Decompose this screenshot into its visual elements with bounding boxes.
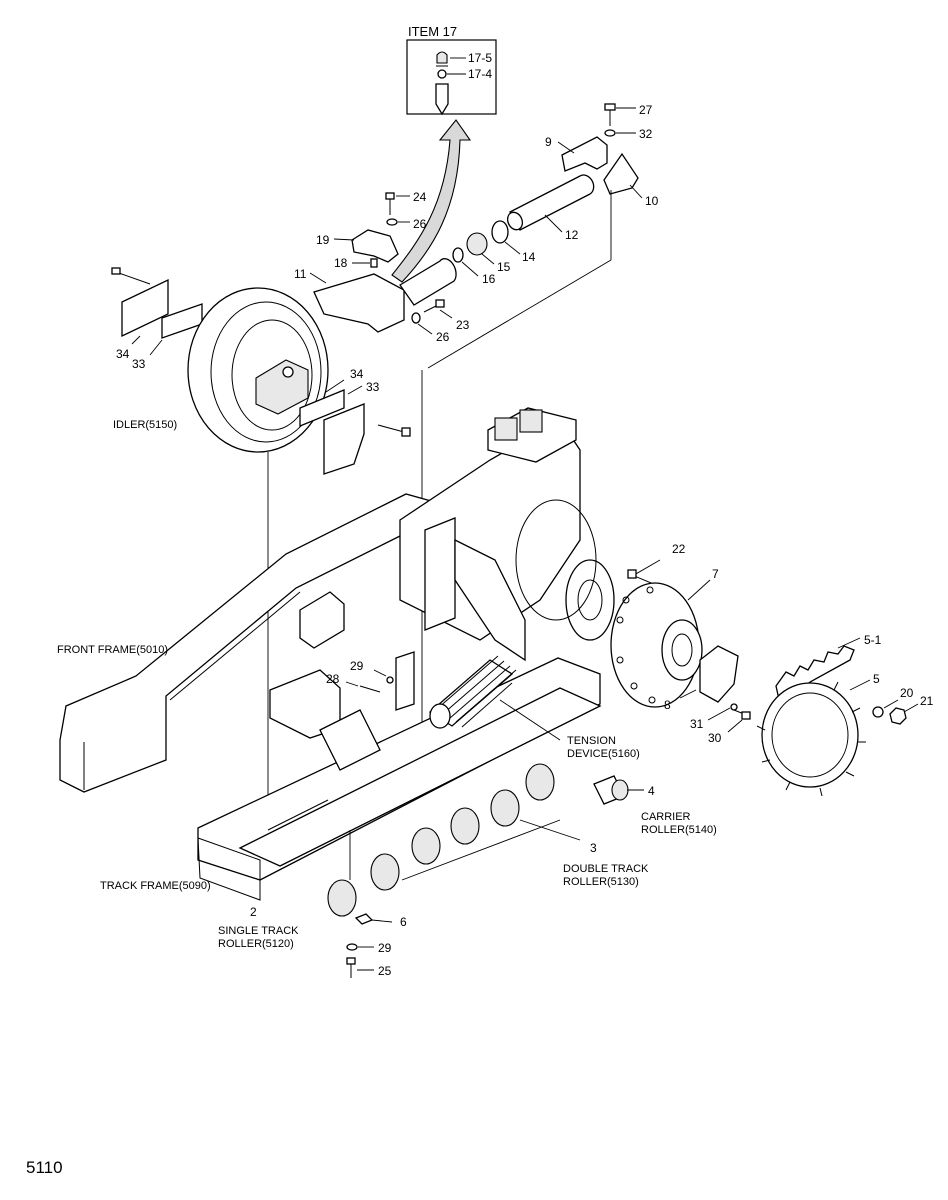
callout-18: 18 [334,256,348,270]
bolt-25 [346,957,374,978]
label-tension-1: TENSION [567,735,616,747]
callout-5: 5 [873,672,880,686]
plate-34-left [121,278,169,338]
yoke-11 [313,273,405,333]
tension-device [428,655,561,741]
cap-19 [351,229,399,263]
carrier-roller [593,775,644,805]
label-double-1: DOUBLE TRACK [563,863,649,875]
callout-21: 21 [920,694,934,708]
item-17-detail: ITEM 17 17-5 17-4 [406,24,497,116]
item-17-box [406,39,497,115]
callout-5-1: 5-1 [864,633,882,647]
sprocket-5 [756,679,871,797]
callout-34-right: 34 [350,367,364,381]
callout-8: 8 [664,698,671,712]
rod-12 [506,174,595,233]
callout-26-a: 26 [413,217,427,231]
cover-8 [699,645,739,703]
callout-17-4: 17-4 [468,67,492,81]
callout-4: 4 [648,784,655,798]
callout-2: 2 [250,905,257,919]
label-tension-2: DEVICE(5160) [567,748,640,760]
callout-25: 25 [378,964,392,978]
callout-14: 14 [522,250,536,264]
washer-29 [346,943,358,951]
grease-fitting-icon [436,51,448,64]
callout-22: 22 [672,542,686,556]
callout-30: 30 [708,731,722,745]
page-number: 5110 [26,1158,63,1177]
ring-14 [491,220,509,244]
callout-24: 24 [413,190,427,204]
callout-34-left: 34 [116,347,130,361]
seal-15 [466,232,488,256]
label-single-1: SINGLE TRACK [218,925,299,937]
callout-17-5: 17-5 [468,51,492,65]
bracket-9 [561,136,608,172]
nut-21 [889,707,907,725]
plate-33-right [323,403,365,475]
callout-12: 12 [565,228,579,242]
bolt-27 [604,103,636,126]
bolt-30 [741,711,751,720]
callout-16: 16 [482,272,496,286]
bolt-18 [370,258,378,268]
label-front-frame: FRONT FRAME(5010) [57,644,168,656]
bolt-23 [435,299,445,308]
callout-23: 23 [456,318,470,332]
callout-33-right: 33 [366,380,380,394]
washer-31 [730,703,738,711]
callout-3: 3 [590,841,597,855]
washer-26-b [411,312,421,324]
callout-32: 32 [639,127,653,141]
hub-7 [610,579,711,708]
bolt-22 [627,569,637,579]
label-carrier-2: ROLLER(5140) [641,824,717,836]
label-double-2: ROLLER(5130) [563,876,639,888]
callout-33-left: 33 [132,357,146,371]
callout-26-b: 26 [436,330,450,344]
washer-20 [872,706,884,718]
callout-7: 7 [712,567,719,581]
double-track-rollers [370,763,581,891]
callout-19: 19 [316,233,330,247]
callout-10: 10 [645,194,659,208]
label-single-2: ROLLER(5120) [218,938,294,950]
idler-wheel [187,287,329,453]
washer-32 [604,129,636,137]
single-track-roller [327,830,357,917]
ring-16 [452,247,464,263]
label-carrier-1: CARRIER [641,811,691,823]
callout-11: 11 [294,267,307,281]
plate-34-right [299,389,345,427]
label-idler: IDLER(5150) [113,419,177,431]
bolt-24 [385,192,410,215]
clip-6 [354,913,374,925]
washer-26 [386,218,398,226]
callout-31: 31 [690,717,704,731]
callout-20: 20 [900,686,914,700]
bracket-10 [603,152,639,195]
callout-9: 9 [545,135,552,149]
callout-29-a: 29 [350,659,364,673]
ball-icon [437,69,447,79]
callout-27: 27 [639,103,653,117]
callout-28: 28 [326,672,340,686]
guide-block [395,651,415,711]
label-track-frame: TRACK FRAME(5090) [100,880,211,892]
item-17-title: ITEM 17 [408,24,457,39]
callout-15: 15 [497,260,511,274]
callout-6: 6 [400,915,407,929]
plunger-icon [435,83,449,116]
callout-29-b: 29 [378,941,392,955]
detail-arrow [391,119,472,283]
